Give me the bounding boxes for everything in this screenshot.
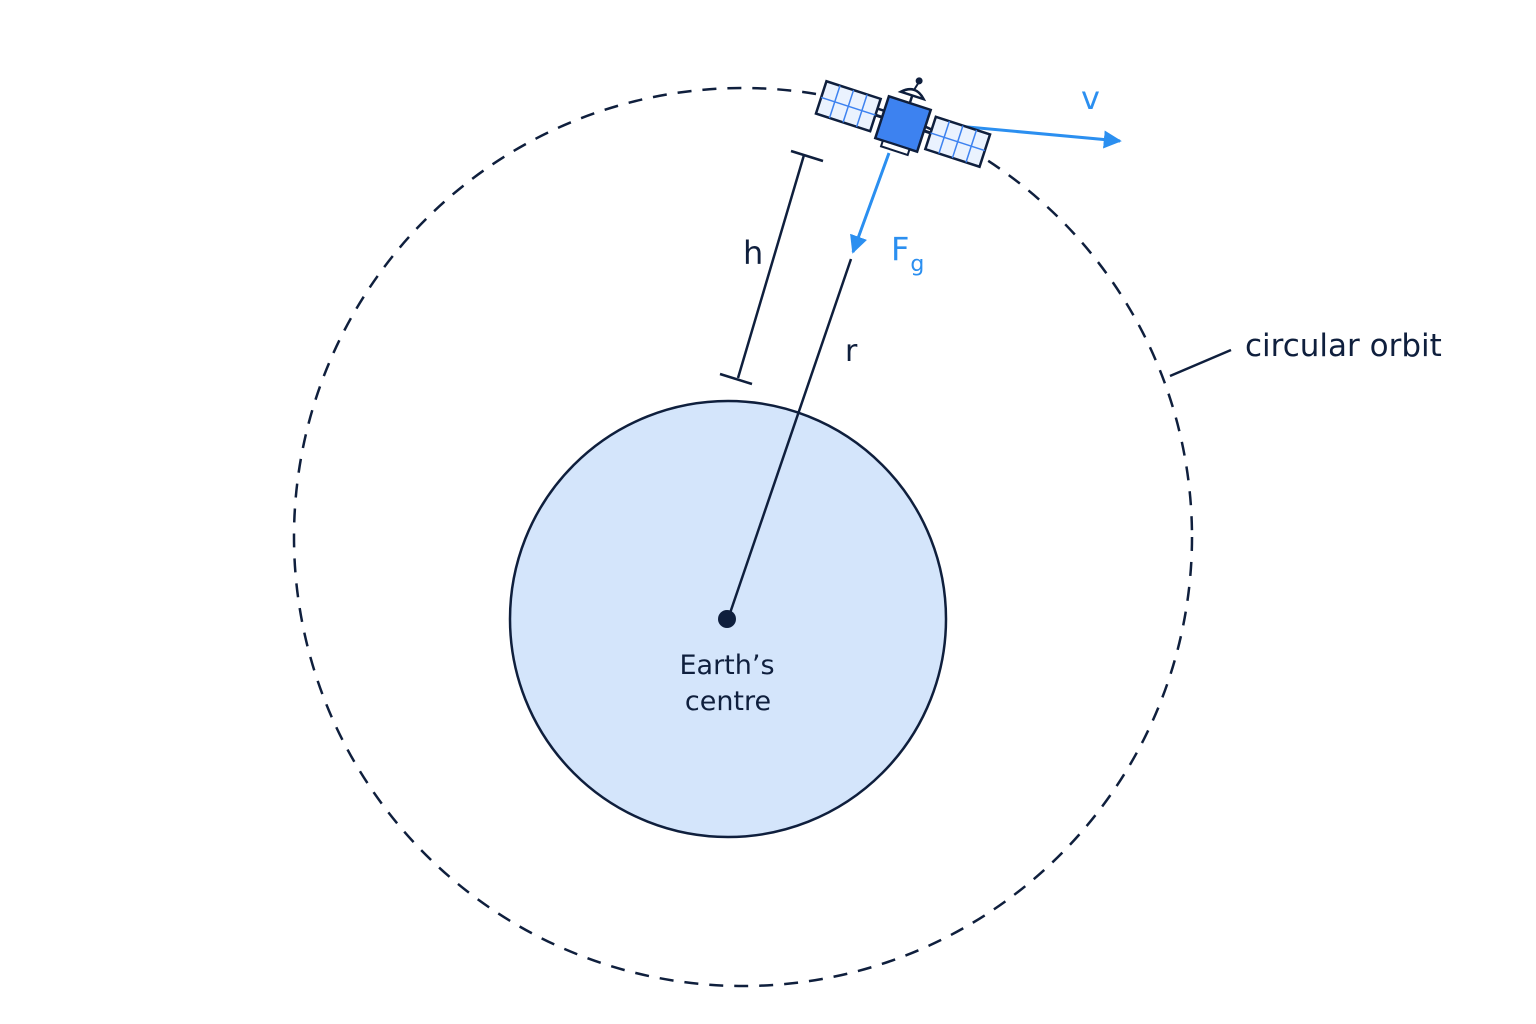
earth-centre-label-line1: Earth’s <box>679 650 774 681</box>
orbit-leader-line <box>1169 348 1232 378</box>
height-label: h <box>743 234 763 272</box>
height-dimension <box>719 149 824 386</box>
gravity-force-label-subscript: g <box>910 252 924 277</box>
velocity-arrow <box>945 123 1122 149</box>
gravity-force-arrow <box>850 152 891 254</box>
gravity-force-label: Fg <box>891 230 924 277</box>
circular-orbit-path <box>292 86 1194 988</box>
radius-line <box>726 258 853 620</box>
velocity-label: v <box>1081 79 1100 117</box>
satellite-dish <box>897 77 927 104</box>
earth-centre-label-line2: centre <box>685 686 771 717</box>
solar-panel-left <box>814 79 883 133</box>
radius-label: r <box>845 334 858 369</box>
earth-centre-point <box>718 610 736 628</box>
solar-panel-right <box>923 115 992 169</box>
orbit-label: circular orbit <box>1245 328 1442 364</box>
satellite-icon <box>814 77 992 169</box>
gravity-force-label-main: F <box>891 230 909 268</box>
